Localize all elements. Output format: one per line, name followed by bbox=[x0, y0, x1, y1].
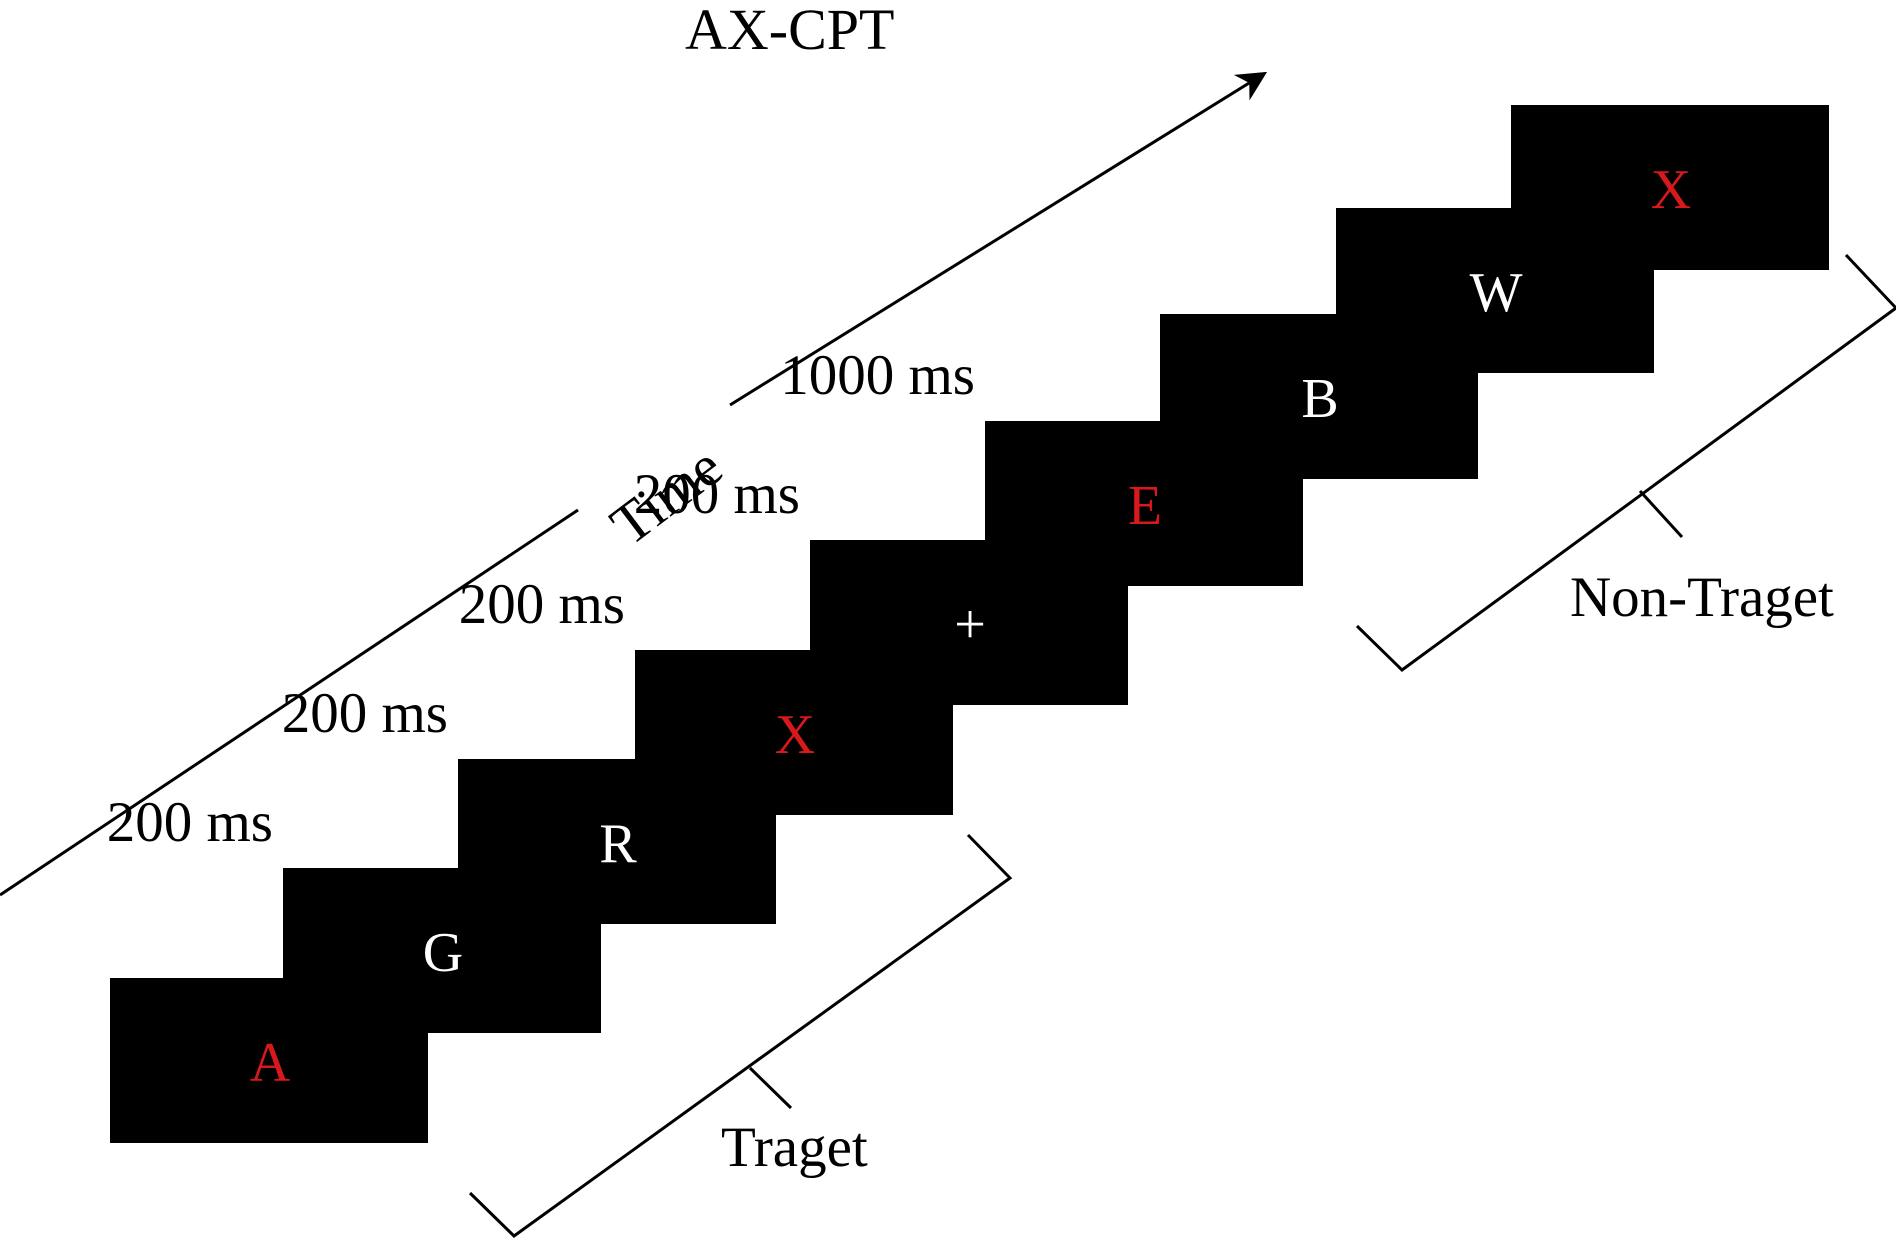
target-label: Traget bbox=[721, 1116, 868, 1179]
duration-label: 200 ms bbox=[458, 573, 625, 636]
target-bracket-tick bbox=[748, 1066, 793, 1110]
stimulus-screen bbox=[110, 978, 428, 1143]
stimulus-screen bbox=[810, 540, 1128, 705]
stimulus-letter: W bbox=[1469, 262, 1523, 324]
figure-title: AX-CPT bbox=[685, 0, 895, 62]
non-target-label: Non-Traget bbox=[1570, 566, 1834, 629]
stimulus-screen bbox=[1511, 105, 1829, 270]
time-arrow-lower bbox=[0, 508, 579, 897]
stimulus-letter: G bbox=[422, 922, 464, 984]
target-bracket bbox=[468, 833, 1013, 1238]
stimulus-letter: B bbox=[1301, 368, 1339, 430]
duration-label: 200 ms bbox=[106, 791, 273, 854]
stimulus-letter: E bbox=[1127, 475, 1163, 537]
non-target-bracket bbox=[1355, 253, 1896, 672]
duration-label: 200 ms bbox=[633, 463, 800, 526]
duration-label: 200 ms bbox=[281, 682, 448, 745]
non-target-bracket-tick bbox=[1638, 489, 1684, 539]
stimulus-letter: A bbox=[249, 1032, 291, 1094]
stimulus-letter: + bbox=[954, 594, 986, 656]
stimulus-letter: X bbox=[1650, 159, 1692, 221]
time-arrow-upper bbox=[729, 71, 1268, 407]
stimulus-letter: R bbox=[599, 813, 637, 875]
duration-label: 1000 ms bbox=[780, 344, 975, 407]
stimulus-letter: X bbox=[774, 704, 816, 766]
